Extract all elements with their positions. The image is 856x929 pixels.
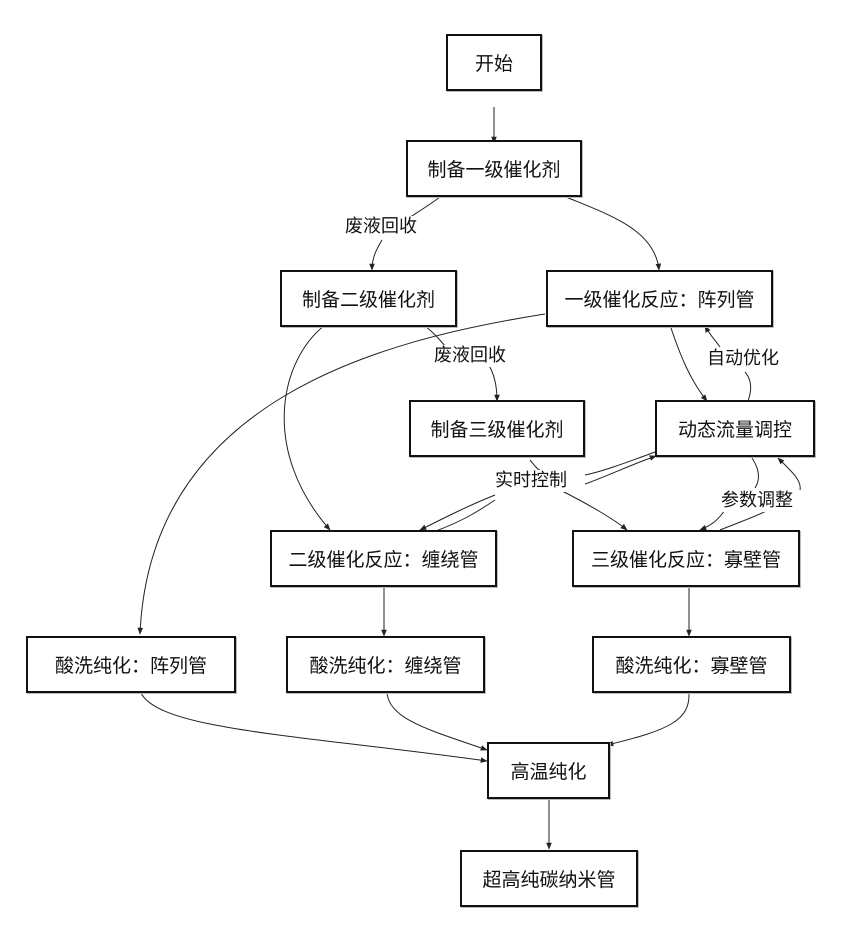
edge-acid1-hightemp: [140, 692, 488, 763]
node-prep1: 制备一级催化剂: [406, 140, 582, 197]
node-react3: 三级催化反应：寡壁管: [572, 530, 800, 587]
edge-acid2-hightemp: [386, 692, 488, 751]
node-react2: 二级催化反应：缠绕管: [270, 530, 497, 587]
edge-react2-flowctrl: [435, 456, 656, 532]
edge-prep3-react3: [529, 459, 627, 530]
node-react1: 一级催化反应：阵列管: [546, 270, 773, 327]
edge-label-waste-2: 废液回收: [433, 345, 507, 367]
node-acid3: 酸洗纯化：寡壁管: [592, 636, 791, 693]
node-hightemp: 高温纯化: [487, 742, 610, 799]
edge-label-auto-opt: 自动优化: [706, 348, 780, 370]
edge-label-param: 参数调整: [720, 490, 794, 512]
edge-label-waste-1: 废液回收: [344, 216, 418, 238]
edge-prep2-react2: [283, 324, 331, 531]
node-acid2: 酸洗纯化：缠绕管: [286, 636, 485, 693]
node-result: 超高纯碳纳米管: [460, 850, 638, 907]
edge-prep1-react1: [565, 196, 662, 271]
node-prep3: 制备三级催化剂: [409, 400, 585, 457]
edge-label-realtime: 实时控制: [494, 470, 568, 492]
edge-react1-acid1: [137, 313, 546, 635]
edge-react1-flowctrl: [669, 324, 708, 402]
edge-flowctrl-react2: [420, 451, 656, 530]
edge-flowctrl-react3: [700, 457, 759, 530]
edge-flowctrl-react1: [705, 326, 752, 402]
node-acid1: 酸洗纯化：阵列管: [26, 636, 236, 693]
node-prep2: 制备二级催化剂: [280, 270, 457, 327]
edge-acid3-hightemp: [606, 692, 690, 747]
node-start: 开始: [446, 34, 542, 91]
node-flow-ctrl: 动态流量调控: [655, 400, 815, 457]
